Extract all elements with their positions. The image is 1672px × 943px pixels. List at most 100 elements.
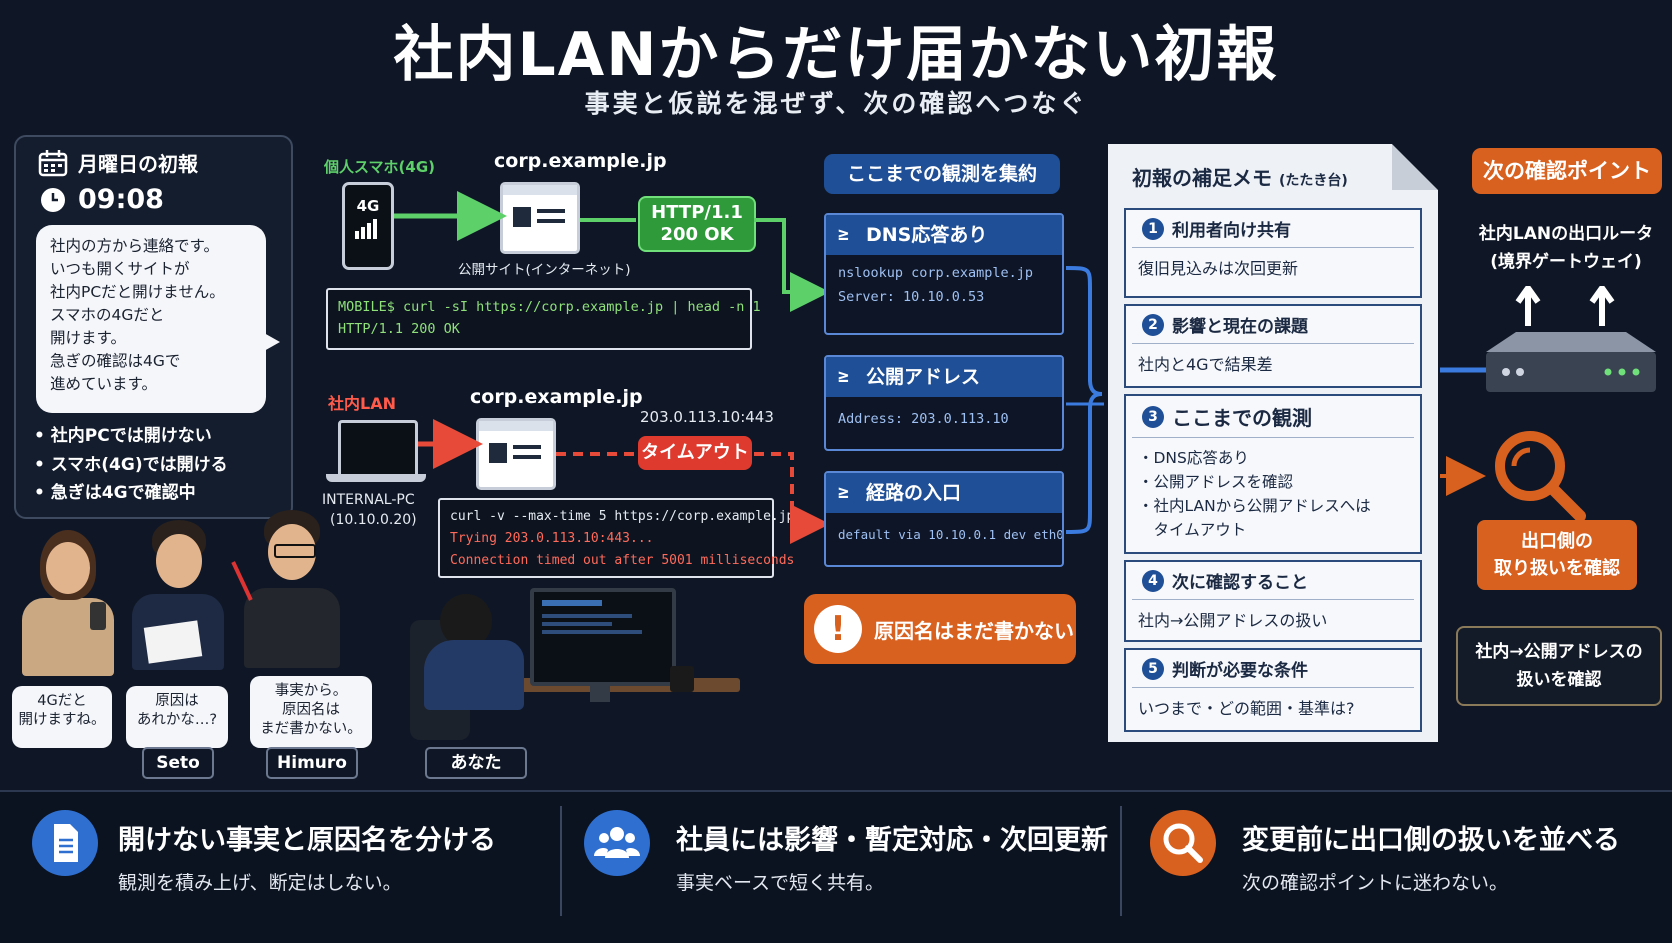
takeaway-heading: 変更前に出口側の扱いを並べる [1242, 825, 1620, 856]
bracket-observations [1065, 392, 1103, 534]
terminal-line: HTTP/1.1 200 OK [338, 321, 460, 337]
takeaway-sub: 観測を積み上げ、断定はしない。 [118, 872, 402, 894]
report-message-bubble: 社内の方から連絡です。 いつも開くサイトが 社内PCだと開けません。 スマホの4… [36, 225, 280, 413]
mobile-host: corp.example.jp [494, 150, 667, 172]
divider [1120, 806, 1122, 916]
number-badge: 5 [1142, 657, 1164, 680]
warning-text: 原因名はまだ書かない [874, 618, 1074, 643]
memo-item-body: ・DNS応答あり ・公開アドレスを確認 ・社内LANから公開アドレスへは タイム… [1138, 449, 1371, 539]
browser-window-icon [500, 182, 580, 254]
observation-dns: ≥ DNS応答あり nslookup corp.example.jp Server… [824, 213, 1064, 335]
terminal-prompt-icon: ≥ [838, 482, 849, 503]
report-bullet: 急ぎは4Gで確認中 [34, 479, 228, 508]
memo-item-3: 3 ここまでの観測 ・DNS応答あり ・公開アドレスを確認 ・社内LANから公開ア… [1124, 394, 1422, 554]
page-fold-icon [1392, 144, 1438, 190]
observations-header: ここまでの観測を集約 [824, 154, 1060, 194]
report-bullet: スマホ(4G)では開ける [34, 451, 228, 480]
person-colleague-woman [18, 530, 118, 680]
report-title-row: 月曜日の初報 [38, 148, 198, 177]
number-badge: 4 [1142, 569, 1164, 592]
memo-title-text: 初報の補足メモ [1132, 166, 1272, 190]
observation-body: Address: 203.0.113.10 [838, 411, 1009, 427]
nametag-you: あなた [425, 747, 527, 779]
speech-seto: 原因は あれかな…? [126, 686, 228, 748]
memo-item-body: 社内→公開アドレスの扱い [1138, 611, 1328, 630]
observation-title: 公開アドレス [866, 366, 981, 388]
mobile-device-label: 個人スマホ(4G) [324, 158, 436, 176]
arrow-status-to-dns [754, 218, 830, 312]
signal-bars-icon [355, 219, 377, 239]
terminal-prompt-icon: ≥ [838, 224, 849, 245]
nametag-himuro: Himuro [266, 747, 358, 779]
memo-item-title: 判断が必要な条件 [1172, 661, 1308, 681]
observation-title: 経路の入口 [866, 482, 962, 504]
nametag-seto: Seto [142, 747, 214, 779]
terminal-line: Trying 203.0.113.10:443... [450, 531, 654, 546]
laptop-base [326, 474, 426, 482]
browser-window-icon [476, 418, 556, 490]
person-seto [128, 520, 228, 670]
number-badge: 2 [1142, 313, 1164, 336]
lan-device-label: 社内LAN [328, 394, 396, 413]
takeaway-sub: 次の確認ポイントに迷わない。 [1242, 872, 1509, 894]
report-bullet: 社内PCでは開けない [34, 422, 228, 451]
memo-title-note: (たたき台) [1278, 173, 1348, 189]
search-icon [1150, 810, 1216, 876]
observation-body: nslookup corp.example.jp Server: 10.10.0… [838, 265, 1034, 305]
phone-4g-badge: 4G [356, 197, 380, 215]
router-label: 社内LANの出口ルータ (境界ゲートウェイ) [1478, 224, 1654, 272]
check-public-address-callout: 社内→公開アドレスの 扱いを確認 [1456, 626, 1662, 706]
report-time-row: 09:08 [38, 184, 164, 215]
memo-title: 初報の補足メモ (たたき台) [1132, 162, 1348, 191]
speech-himuro: 事実から。 原因名は まだ書かない。 [250, 676, 372, 748]
terminal-line: MOBILE$ curl -sI https://corp.example.jp… [338, 299, 761, 315]
terminal-line: Connection timed out after 5001 millisec… [450, 553, 795, 568]
observation-body: default via 10.10.0.1 dev eth0 [838, 527, 1064, 542]
memo-item-title: ここまでの観測 [1172, 406, 1312, 430]
takeaway-sub: 事実ベースで短く共有。 [676, 872, 885, 894]
page-title: 社内LANからだけ届かない初報 [393, 20, 1279, 90]
takeaway-heading: 開けない事実と原因名を分ける [118, 825, 496, 856]
magnifier-icon [1495, 431, 1586, 522]
divider [560, 806, 562, 916]
report-time: 09:08 [78, 184, 164, 215]
memo-item-2: 2 影響と現在の課題 社内と4Gで結果差 [1124, 304, 1422, 388]
report-bullets: 社内PCでは開けない スマホ(4G)では開ける 急ぎは4Gで確認中 [34, 422, 228, 508]
status-timeout: タイムアウト [638, 436, 752, 470]
takeaway-2: 社員には影響・暫定対応・次回更新 事実ベースで短く共有。 [560, 792, 1120, 943]
speech-colleague: 4Gだと 開けますね。 [12, 686, 112, 748]
calendar-icon [38, 149, 68, 176]
mobile-terminal: MOBILE$ curl -sI https://corp.example.jp… [326, 288, 761, 350]
person-himuro [231, 510, 346, 670]
exclamation-icon: ! [814, 605, 862, 653]
arrow-timeout-to-route [754, 452, 830, 544]
clock-icon [41, 187, 65, 212]
observation-title: DNS応答あり [866, 224, 988, 246]
target-ip-port: 203.0.113.10:443 [640, 408, 774, 426]
observation-public-address: ≥ 公開アドレス Address: 203.0.113.10 [824, 355, 1064, 451]
check-exit-handling-callout: 出口側の 取り扱いを確認 [1477, 520, 1637, 590]
pc-ip: (10.10.0.20) [330, 512, 417, 528]
page-subtitle: 事実と仮説を混ぜず、次の確認へつなぐ [584, 89, 1088, 118]
takeaway-heading: 社員には影響・暫定対応・次回更新 [676, 825, 1108, 856]
operator-desk-scene [380, 560, 750, 760]
takeaways-band: 開けない事実と原因名を分ける 観測を積み上げ、断定はしない。 社員には影響・暫定… [0, 790, 1672, 943]
monitor-icon [530, 588, 676, 686]
number-badge: 3 [1142, 405, 1164, 428]
public-site-caption: 公開サイト(インターネット) [458, 262, 631, 278]
memo-item-body: 社内と4Gで結果差 [1138, 355, 1273, 374]
observation-route-entry: ≥ 経路の入口 default via 10.10.0.1 dev eth0 [824, 471, 1064, 567]
smartphone-icon: 4G [342, 182, 394, 270]
memo-item-title: 影響と現在の課題 [1172, 317, 1308, 337]
takeaway-1: 開けない事実と原因名を分ける 観測を積み上げ、断定はしない。 [0, 792, 560, 943]
memo-item-body: 復旧見込みは次回更新 [1138, 259, 1299, 278]
bracket-observations [1065, 266, 1103, 396]
next-check-title: 次の確認ポイント [1472, 148, 1662, 194]
terminal-prompt-icon: ≥ [838, 366, 849, 387]
people-icon [584, 810, 650, 876]
